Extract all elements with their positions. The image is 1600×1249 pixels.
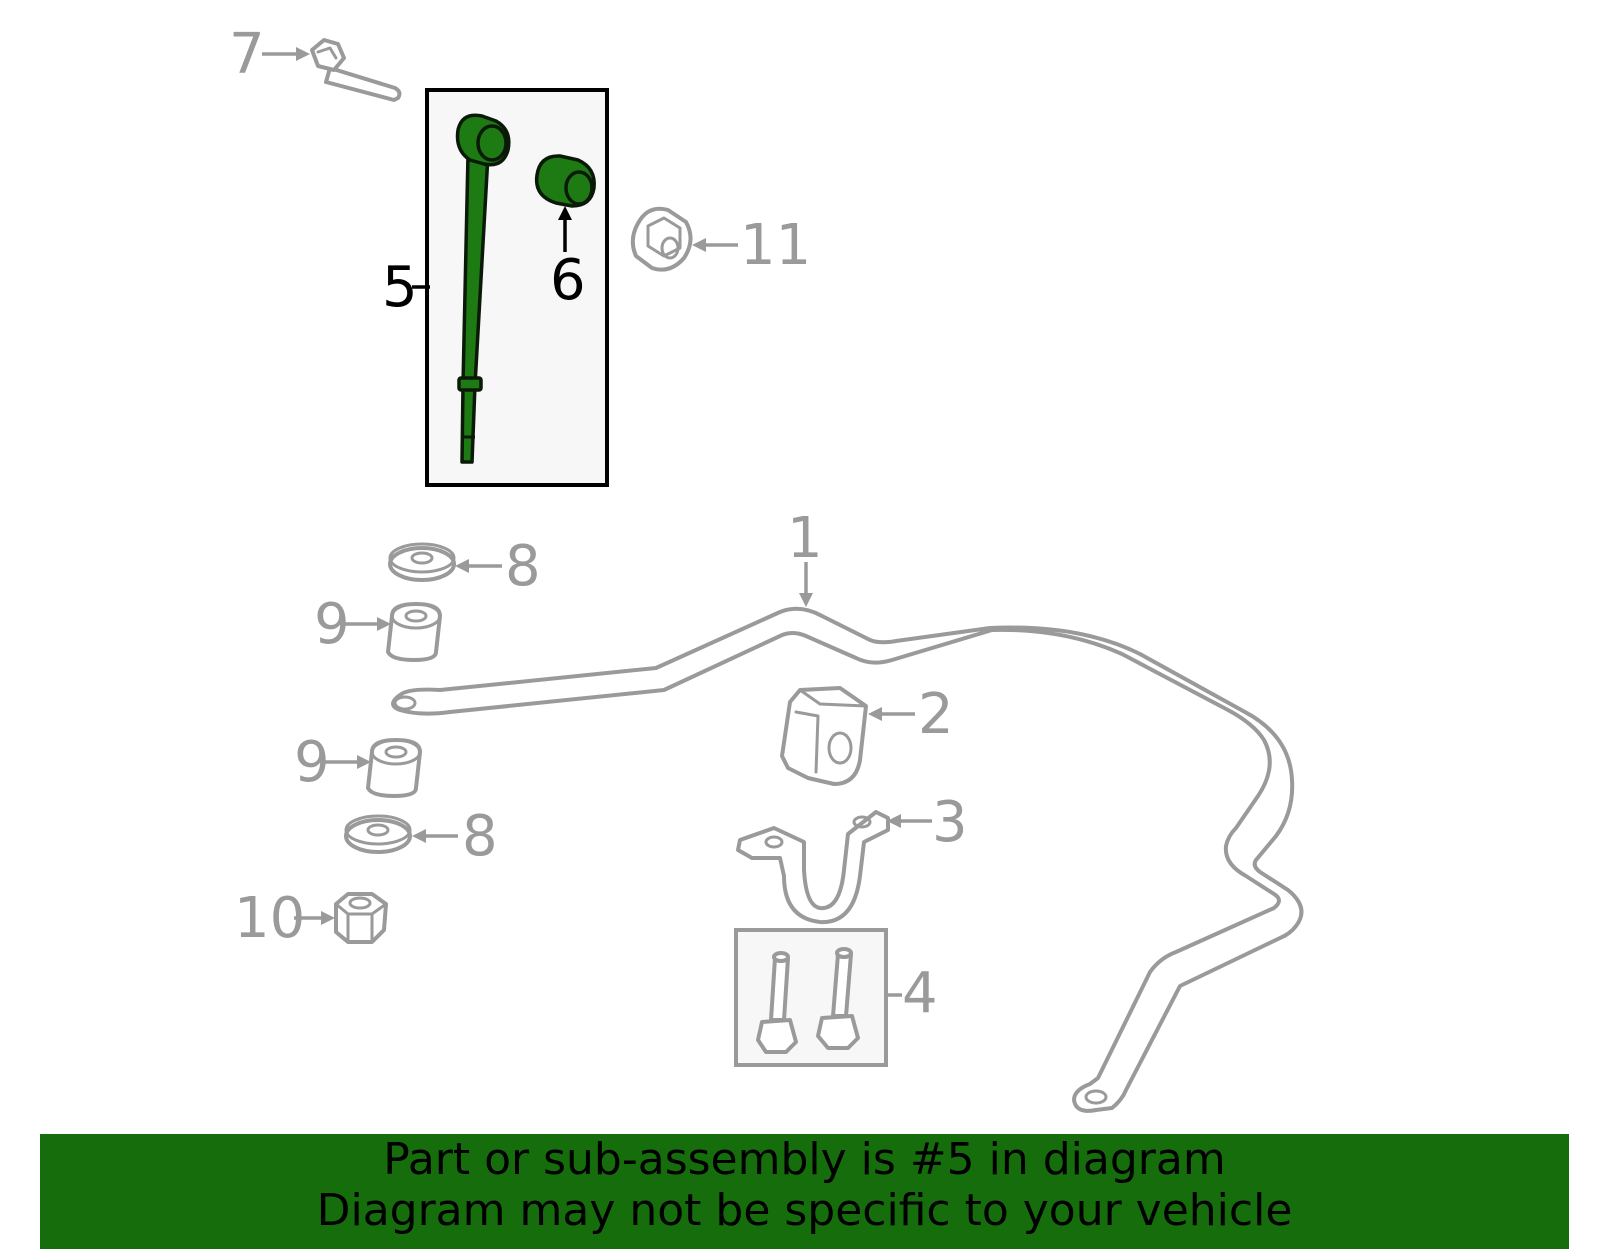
callout-8-bottom: 8 [462, 804, 498, 869]
flange-nut-part-11[interactable] [630, 206, 693, 272]
arrow-10 [321, 911, 335, 925]
bushing-clamp-part-3[interactable] [736, 810, 890, 925]
stabilizer-bar-part-1[interactable] [391, 606, 1304, 1113]
callout-9-bottom: 9 [294, 730, 330, 795]
arrow-6 [558, 206, 572, 220]
arrow-2 [868, 707, 882, 721]
callout-3: 3 [932, 790, 968, 855]
banner-line-disclaimer: Diagram may not be specific to your vehi… [316, 1185, 1293, 1236]
kit-box-4 [734, 928, 888, 1067]
callout-4: 4 [902, 961, 938, 1026]
info-banner: Part or sub-assembly is #5 in diagram Di… [40, 1134, 1569, 1249]
arrow-11 [692, 238, 706, 252]
washer-part-8-top[interactable] [388, 542, 456, 582]
arrow-8-bottom [412, 829, 426, 843]
bolt-pair-part-4[interactable] [756, 947, 860, 1054]
bar-bushing-part-2[interactable] [780, 686, 868, 786]
arrow-8-top [455, 559, 469, 573]
arrow-3 [887, 814, 901, 828]
callout-10: 10 [234, 886, 305, 951]
callout-2: 2 [918, 682, 954, 747]
arrow-9-bottom [357, 755, 371, 769]
callout-11: 11 [740, 213, 811, 278]
callout-6: 6 [550, 248, 586, 313]
callout-5: 5 [382, 255, 418, 320]
callout-9-top: 9 [314, 592, 350, 657]
arrow-9-top [377, 617, 391, 631]
hex-nut-part-10[interactable] [334, 892, 388, 944]
link-bushing-part[interactable] [534, 154, 596, 208]
banner-line-part-number: Part or sub-assembly is #5 in diagram [383, 1134, 1226, 1185]
arrow-1 [799, 593, 813, 607]
bolt-part-7[interactable] [310, 38, 402, 102]
arrow-7 [296, 47, 310, 61]
washer-part-8-bottom[interactable] [344, 814, 412, 854]
callout-7: 7 [229, 22, 265, 87]
callout-1: 1 [787, 506, 823, 571]
bushing-part-9-top[interactable] [386, 602, 442, 662]
stabilizer-link-part[interactable] [455, 113, 511, 464]
banner-background [40, 1134, 1569, 1249]
bushing-part-9-bottom[interactable] [366, 738, 422, 798]
kit-box-5 [425, 88, 609, 487]
callout-8-top: 8 [505, 534, 541, 599]
